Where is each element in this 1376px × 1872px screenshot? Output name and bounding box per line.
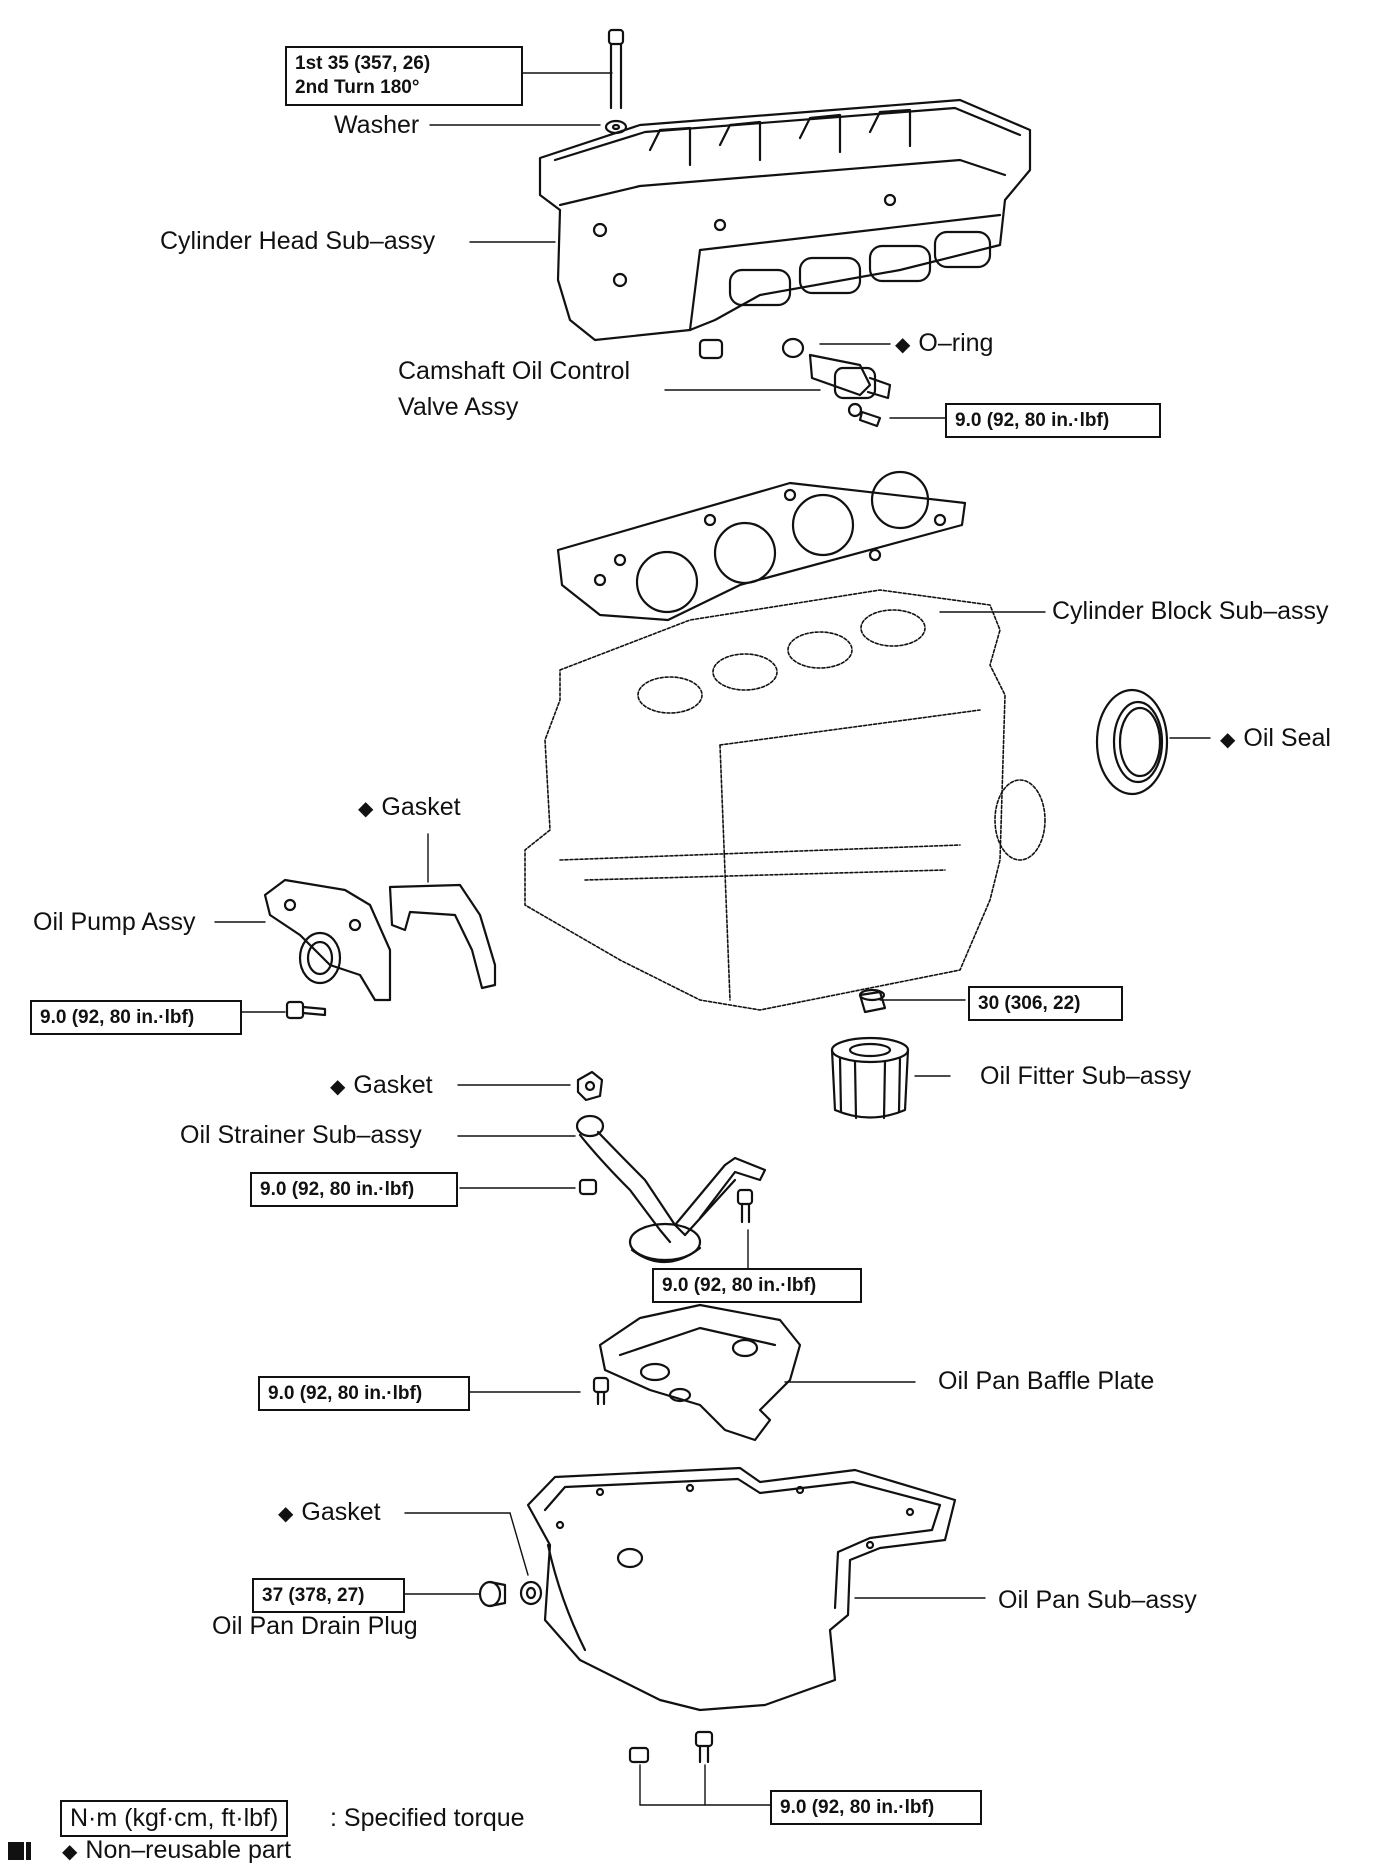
label-gasket-drain: ◆Gasket <box>278 1498 381 1526</box>
label-washer: Washer <box>334 111 420 139</box>
label-ocv-line1: Camshaft Oil Control <box>398 357 631 385</box>
label-oil-filter: Oil Fitter Sub–assy <box>980 1062 1192 1090</box>
oil-pan <box>526 1466 957 1712</box>
oil-seal <box>1095 688 1169 796</box>
torque-box-oil-pump-bolt: 9.0 (92, 80 in.·lbf) <box>30 1000 242 1035</box>
label-gasket-strainer: ◆Gasket <box>330 1071 433 1099</box>
oil-pan-baffle-plate <box>592 1303 802 1442</box>
torque-box-strainer-nut: 9.0 (92, 80 in.·lbf) <box>250 1172 458 1207</box>
label-ocv-line2: Valve Assy <box>398 393 519 421</box>
label-oil-pump: Oil Pump Assy <box>33 908 196 936</box>
non-reusable-icon: ◆ <box>1220 729 1236 751</box>
torque-head-bolt-step2: 2nd Turn 180° <box>295 76 420 98</box>
label-drain-plug: Oil Pan Drain Plug <box>212 1612 418 1640</box>
oil-filter-union <box>858 988 887 1014</box>
camshaft-oil-control-valve <box>781 337 892 428</box>
torque-box-strainer-bolt: 9.0 (92, 80 in.·lbf) <box>652 1268 862 1303</box>
strainer-gasket <box>576 1070 604 1102</box>
label-baffle-plate: Oil Pan Baffle Plate <box>938 1367 1155 1395</box>
oil-pump <box>263 878 392 1020</box>
oil-strainer <box>575 1114 767 1264</box>
non-reusable-icon: ◆ <box>330 1076 346 1098</box>
oil-pump-gasket <box>388 883 497 990</box>
torque-head-bolt-step1: 1st 35 (357, 26) <box>295 53 431 74</box>
label-cylinder-block: Cylinder Block Sub–assy <box>1052 597 1329 625</box>
cylinder-head <box>538 98 1032 360</box>
non-reusable-icon: ◆ <box>895 334 911 356</box>
label-o-ring: ◆O–ring <box>895 329 994 357</box>
non-reusable-icon: ◆ <box>358 798 374 820</box>
torque-box-ocv-bolt: 9.0 (92, 80 in.·lbf) <box>945 403 1161 438</box>
torque-box-baffle-bolt: 9.0 (92, 80 in.·lbf) <box>258 1376 470 1411</box>
legend-torque-box: N·m (kgf·cm, ft·lbf) <box>60 1800 289 1837</box>
label-oil-strainer: Oil Strainer Sub–assy <box>180 1121 422 1149</box>
oil-pan-fasteners <box>628 1730 714 1764</box>
drain-plug <box>478 1580 543 1608</box>
torque-box-pan-bolts: 9.0 (92, 80 in.·lbf) <box>770 1790 982 1825</box>
oil-filter <box>830 1036 910 1120</box>
torque-box-drain-plug: 37 (378, 27) <box>252 1578 405 1613</box>
head-bolt <box>604 28 628 135</box>
label-oil-pan: Oil Pan Sub–assy <box>998 1586 1197 1614</box>
torque-box-filter-union: 30 (306, 22) <box>968 986 1123 1021</box>
label-cylinder-head: Cylinder Head Sub–assy <box>160 227 436 255</box>
legend-torque-text: : Specified torque <box>330 1804 525 1832</box>
cylinder-head-gasket <box>556 470 967 622</box>
label-oil-seal: ◆Oil Seal <box>1220 724 1331 752</box>
non-reusable-icon: ◆ <box>62 1841 78 1863</box>
page-marker-icon <box>8 1842 31 1860</box>
non-reusable-icon: ◆ <box>278 1503 294 1525</box>
torque-box-head-bolt: 1st 35 (357, 26) 2nd Turn 180° <box>285 46 523 106</box>
cylinder-block <box>524 589 1046 1011</box>
leader-lines <box>214 72 1211 1806</box>
legend-nonreusable: ◆Non–reusable part <box>62 1836 292 1864</box>
label-gasket-pump: ◆Gasket <box>358 793 461 821</box>
